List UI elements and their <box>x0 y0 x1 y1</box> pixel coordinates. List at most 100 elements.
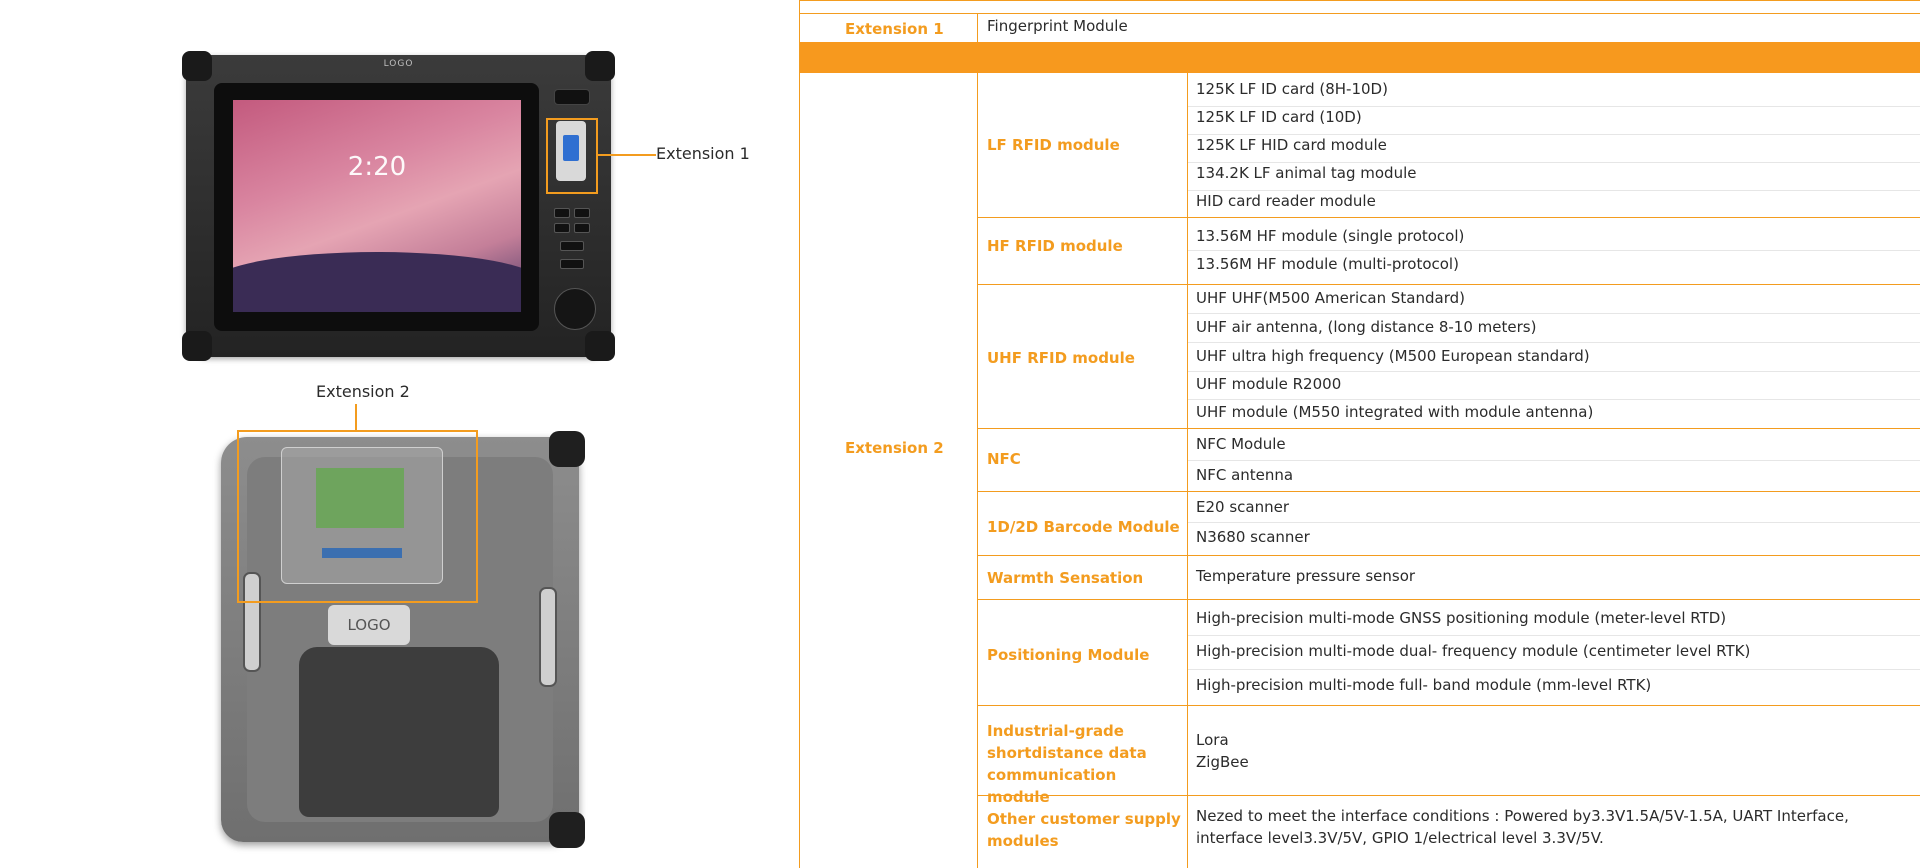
keypad-key <box>554 208 570 218</box>
module-item: NFC antenna <box>1196 466 1294 484</box>
pcb-board <box>316 468 404 528</box>
strap-handle <box>243 572 261 672</box>
module-item: 13.56M HF module (single protocol) <box>1196 227 1465 245</box>
module-item: Temperature pressure sensor <box>1196 567 1416 585</box>
battery-cover <box>299 647 499 817</box>
group-label-other: Other customer supply modules <box>987 810 1181 850</box>
module-item: HID card reader module <box>1196 192 1376 210</box>
product-image-panel: LOGO 2:20 Extension 1 <box>0 0 800 868</box>
group-divider <box>977 217 1920 218</box>
module-item: 13.56M HF module (multi-protocol) <box>1196 255 1459 273</box>
group-label-warmth: Warmth Sensation <box>987 569 1144 587</box>
module-item: UHF ultra high frequency (M500 European … <box>1196 347 1590 365</box>
module-item: NFC Module <box>1196 435 1286 453</box>
group-divider <box>977 599 1920 600</box>
extension-2-callout-line <box>355 404 357 430</box>
row-divider <box>1188 635 1920 636</box>
screen-bezel: 2:20 <box>214 83 539 331</box>
strap-handle <box>539 587 557 687</box>
module-item: High-precision multi-mode full- band mod… <box>1196 676 1652 694</box>
group-divider <box>977 795 1920 796</box>
module-item: High-precision multi-mode dual- frequenc… <box>1196 642 1751 660</box>
expansion-bay-pcb <box>281 447 443 584</box>
group-label-industrial: Industrial-grade shortdistance data comm… <box>987 722 1147 806</box>
tablet-side-keypad <box>546 83 598 331</box>
group-divider <box>977 555 1920 556</box>
row-divider <box>1188 399 1920 400</box>
section-separator-band <box>800 42 1920 73</box>
extension-2-highlight-box <box>237 430 478 603</box>
extension-spec-table: Extension 1 Fingerprint Module Extension… <box>800 0 1920 868</box>
group-divider <box>977 428 1920 429</box>
dpad-icon <box>554 288 596 330</box>
keypad-key <box>560 241 584 251</box>
group-label-hf-rfid: HF RFID module <box>987 237 1123 255</box>
table-divider <box>1187 73 1188 868</box>
row-divider <box>1188 522 1920 523</box>
group-label-barcode: 1D/2D Barcode Module <box>987 518 1180 536</box>
bumper-corner <box>182 331 212 361</box>
group-divider <box>977 705 1920 706</box>
group-label-positioning: Positioning Module <box>987 646 1150 664</box>
keypad-key <box>554 223 570 233</box>
front-logo-text: LOGO <box>383 59 414 69</box>
pcb-connector <box>322 548 402 558</box>
table-border <box>800 13 1920 14</box>
panel-divider <box>799 0 800 868</box>
row-divider <box>1188 250 1920 251</box>
table-divider <box>977 13 978 42</box>
module-item: N3680 scanner <box>1196 528 1310 546</box>
module-item: UHF module (M550 integrated with module … <box>1196 403 1594 421</box>
bumper-corner <box>585 331 615 361</box>
module-item: ZigBee <box>1196 753 1249 771</box>
lockscreen-clock: 2:20 <box>347 152 407 182</box>
module-item: 125K LF ID card (10D) <box>1196 108 1362 126</box>
group-label-lf-rfid: LF RFID module <box>987 136 1120 154</box>
module-item: Nezed to meet the interface conditions :… <box>1196 807 1849 847</box>
wallpaper-hill <box>233 252 521 312</box>
tablet-front-image: LOGO 2:20 <box>182 51 615 361</box>
keypad-key <box>574 223 590 233</box>
camera-icon <box>554 89 590 105</box>
row-divider <box>1188 106 1920 107</box>
fingerprint-module-image <box>556 121 586 181</box>
group-divider <box>977 284 1920 285</box>
row-divider <box>1188 190 1920 191</box>
module-item: E20 scanner <box>1196 498 1289 516</box>
module-item: UHF UHF(M500 American Standard) <box>1196 289 1465 307</box>
module-item: High-precision multi-mode GNSS positioni… <box>1196 609 1727 627</box>
extension-1-label: Extension 1 <box>845 20 944 38</box>
bumper-corner <box>549 812 585 848</box>
table-divider <box>977 73 978 868</box>
module-item: UHF air antenna, (long distance 8-10 met… <box>1196 318 1537 336</box>
row-divider <box>1188 342 1920 343</box>
table-border <box>800 0 1920 1</box>
row-divider <box>1188 162 1920 163</box>
extension-1-callout-line <box>598 154 656 156</box>
fingerprint-sensor-icon <box>563 135 579 161</box>
group-label-nfc: NFC <box>987 450 1021 468</box>
row-divider <box>1188 313 1920 314</box>
module-item: Lora <box>1196 731 1229 749</box>
extension-1-value: Fingerprint Module <box>987 17 1128 35</box>
row-divider <box>1188 134 1920 135</box>
back-logo-plate: LOGO <box>328 605 410 645</box>
bumper-corner <box>585 51 615 81</box>
extension-1-callout-label: Extension 1 <box>656 144 750 163</box>
bumper-corner <box>182 51 212 81</box>
module-item: 134.2K LF animal tag module <box>1196 164 1417 182</box>
keypad-key <box>574 208 590 218</box>
bumper-corner <box>549 431 585 467</box>
extension-1-highlight-box <box>546 118 598 194</box>
row-divider <box>1188 669 1920 670</box>
extension-2-callout-label: Extension 2 <box>316 382 410 401</box>
keypad-key <box>560 259 584 269</box>
group-divider <box>977 491 1920 492</box>
row-divider <box>1188 460 1920 461</box>
module-item: UHF module R2000 <box>1196 375 1342 393</box>
tablet-back-image: LOGO <box>221 431 585 848</box>
extension-2-label: Extension 2 <box>845 439 944 457</box>
tablet-screen: 2:20 <box>233 100 521 312</box>
group-label-uhf-rfid: UHF RFID module <box>987 349 1135 367</box>
row-divider <box>1188 371 1920 372</box>
